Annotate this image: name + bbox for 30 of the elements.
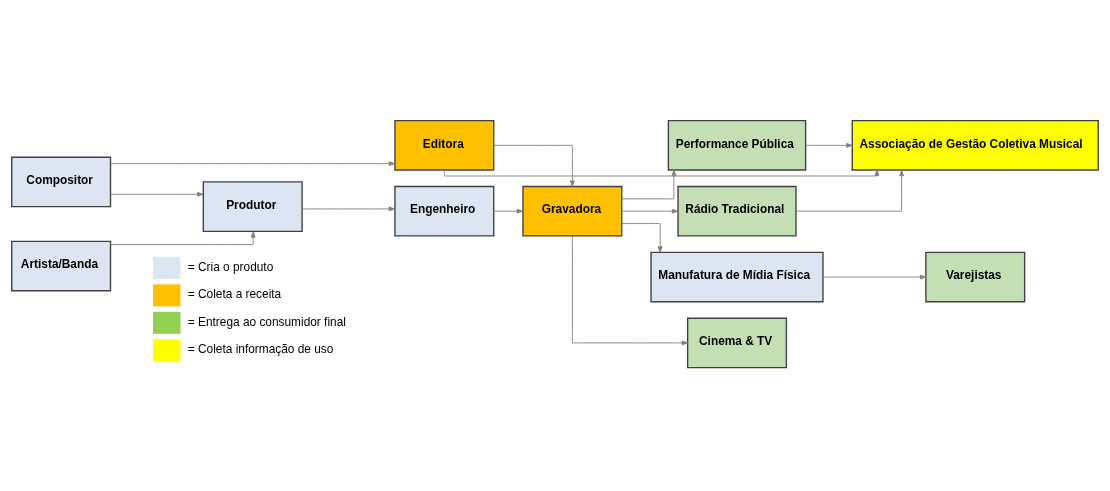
legend-label: = Entrega ao consumidor final xyxy=(187,314,346,329)
node-box: Compositor xyxy=(11,156,112,208)
arrow xyxy=(301,206,396,212)
arrow xyxy=(571,235,689,346)
arrow xyxy=(443,169,880,177)
legend-label: = Coleta informação de uso xyxy=(187,342,334,357)
arrow xyxy=(110,231,256,246)
node-box: Artista/Banda xyxy=(11,240,112,292)
legend-label: = Cria o produto xyxy=(187,260,274,275)
arrow xyxy=(805,142,853,148)
arrow xyxy=(493,208,524,214)
node-box: Editora xyxy=(394,119,495,171)
node-box: Cinema & TV xyxy=(686,317,788,369)
arrow xyxy=(110,161,396,166)
arrow xyxy=(822,274,927,280)
node-box: Engenheiro xyxy=(394,185,495,237)
node-box: Associação de Gestão Coletiva Musical xyxy=(851,119,1099,171)
node-box: Varejistas xyxy=(925,251,1026,303)
node-box: Performance Pública xyxy=(667,119,807,171)
node-box: Rádio Tradicional xyxy=(677,185,797,237)
legend-label: = Coleta a receita xyxy=(187,287,282,302)
node-box: Produtor xyxy=(202,181,303,232)
node-box: Gravadora xyxy=(522,185,623,237)
arrow xyxy=(795,169,904,212)
arrow xyxy=(110,191,204,197)
arrow xyxy=(621,208,679,214)
node-box: Manufatura de Mídia Física xyxy=(650,251,824,303)
arrow xyxy=(621,169,677,200)
arrow xyxy=(621,223,663,253)
arrow xyxy=(493,144,575,187)
